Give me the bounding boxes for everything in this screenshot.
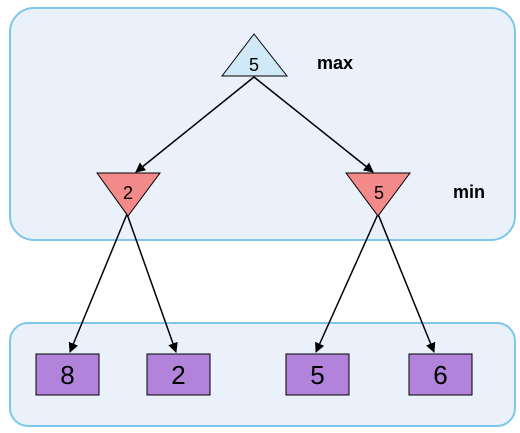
leaf-box [35,353,100,396]
decision-levels-panel [9,7,516,241]
edge-root-to-min-left [135,76,255,173]
min-node-value: 2 [123,183,133,203]
leaf-box [285,353,350,396]
edge-min-right-to-leaf-4 [377,213,436,353]
leaf-node-1: 8 [35,353,100,396]
min-node-triangle [345,172,411,217]
leaf-box [408,353,473,396]
leaf-box [146,353,211,396]
min-node-value: 5 [374,183,384,203]
leaf-node-4: 6 [408,353,473,396]
leaf-value: 6 [433,360,447,390]
max-node-root: 5 [220,33,289,77]
leaf-value: 2 [171,360,185,390]
max-level-label: max [317,53,353,73]
min-level-label: min [453,182,485,202]
edge-min-left-to-leaf-1 [68,213,128,353]
leaf-value: 5 [310,360,324,390]
leaf-level-panel [9,322,516,427]
max-node-value: 5 [249,55,259,75]
edge-root-to-min-right [253,76,374,173]
edge-min-right-to-leaf-3 [315,213,379,353]
min-node-right: 5 [345,172,411,217]
leaf-node-3: 5 [285,353,350,396]
min-node-triangle [96,172,161,217]
max-node-triangle [220,33,289,77]
min-node-left: 2 [96,172,161,217]
edge-min-left-to-leaf-2 [126,213,178,353]
leaf-value: 8 [60,360,74,390]
leaf-node-2: 2 [146,353,211,396]
